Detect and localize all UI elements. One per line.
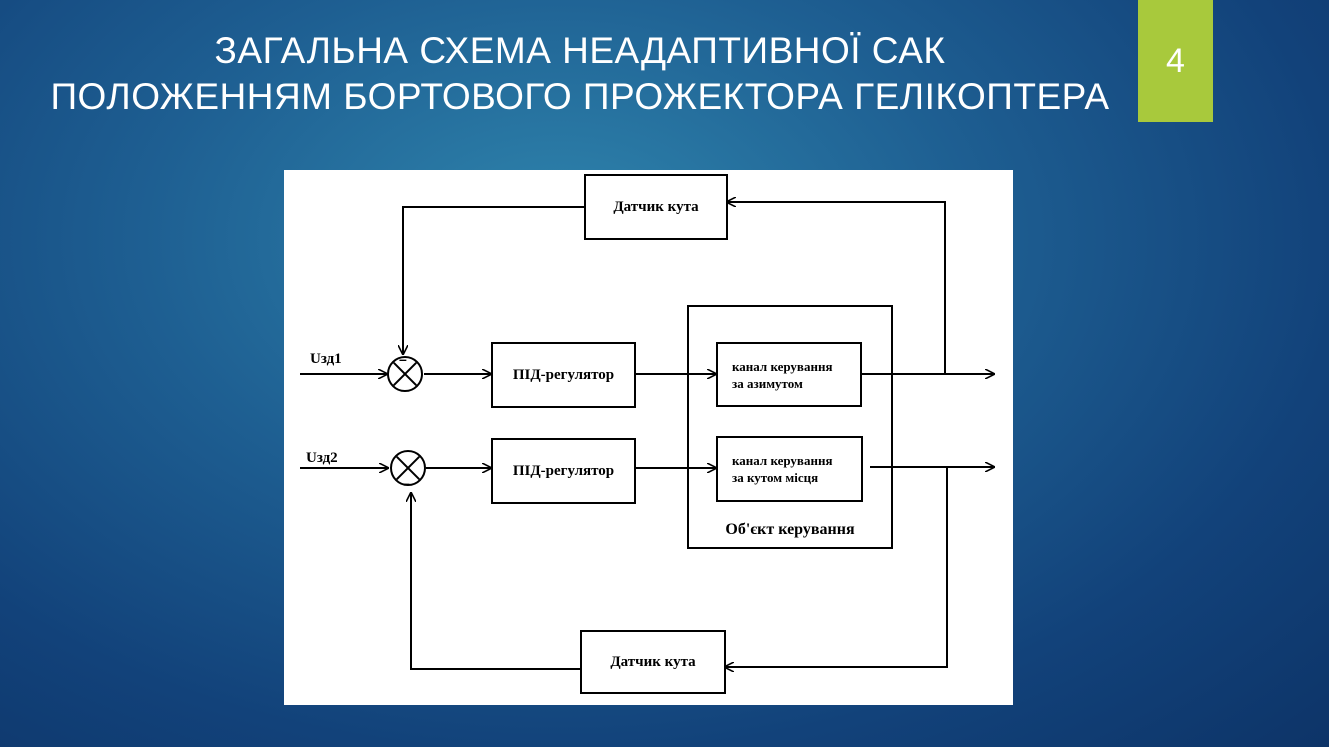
control-object-frame: Об'єкт керування xyxy=(687,305,893,549)
feedback1-to-sensor-wire xyxy=(727,202,946,374)
summing-junction-2 xyxy=(390,450,426,486)
slide-number-badge: 4 xyxy=(1138,0,1213,122)
angle-sensor-top-label: Датчик кута xyxy=(613,198,699,215)
input1-label: Uзд1 xyxy=(310,351,342,367)
input2-label: Uзд2 xyxy=(306,450,338,466)
azimuth-channel-line2: за азимутом xyxy=(732,375,803,391)
diagram-wires xyxy=(300,170,1013,705)
sensor2-to-sum2-wire xyxy=(411,493,580,670)
slide-title: ЗАГАЛЬНА СХЕМА НЕАДАПТИВНОЇ САК ПОЛОЖЕНН… xyxy=(20,28,1140,120)
summing-junction-2-minus: – xyxy=(402,475,410,491)
azimuth-channel-line1: канал керування xyxy=(732,358,833,374)
elevation-channel-line1: канал керування xyxy=(732,453,833,468)
pid-controller-2-label: ПІД-регулятор xyxy=(512,462,615,479)
elevation-channel-block: канал керування за кутом місця xyxy=(716,436,863,502)
pid-controller-2-block: ПІД-регулятор xyxy=(491,438,636,504)
control-object-label: Об'єкт керування xyxy=(725,521,855,538)
azimuth-channel-block: канал керування за азимутом xyxy=(716,342,862,407)
pid-controller-1-block: ПІД-регулятор xyxy=(491,342,636,408)
angle-sensor-bottom-block: Датчик кута xyxy=(580,630,726,694)
summing-junction-1-minus: – xyxy=(399,351,407,367)
angle-sensor-bottom-label: Датчик кута xyxy=(610,653,696,670)
title-line-1: ЗАГАЛЬНА СХЕМА НЕАДАПТИВНОЇ САК xyxy=(214,30,946,71)
feedback2-to-sensor-wire xyxy=(725,467,948,667)
title-line-2: ПОЛОЖЕННЯМ БОРТОВОГО ПРОЖЕКТОРА ГЕЛІКОПТ… xyxy=(50,76,1110,117)
sensor1-to-sum1-wire xyxy=(403,206,584,354)
angle-sensor-top-block: Датчик кута xyxy=(584,174,728,240)
summing-junction-1 xyxy=(387,356,423,392)
pid-controller-1-label: ПІД-регулятор xyxy=(512,366,615,383)
block-diagram: Датчик кута Датчик кута Об'єкт керування… xyxy=(284,170,1013,705)
elevation-channel-line2: за кутом місця xyxy=(732,470,819,485)
